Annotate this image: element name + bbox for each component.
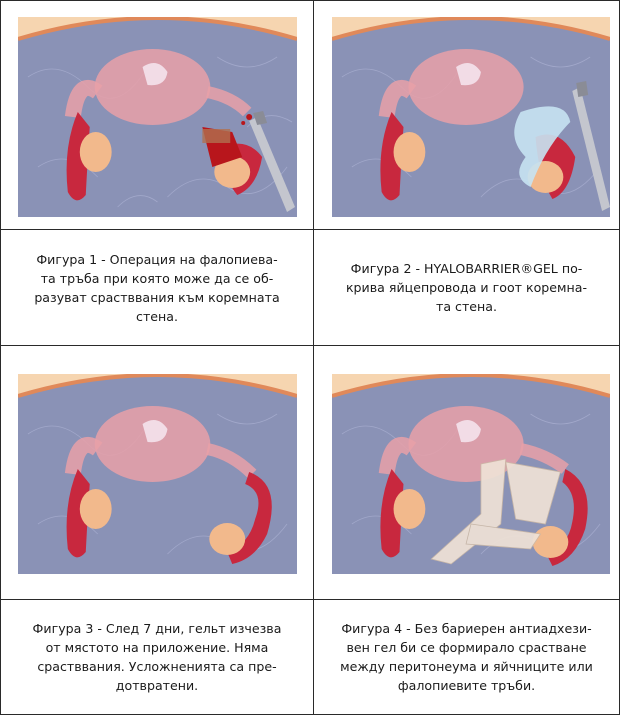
- caption-line: дотвратени.: [9, 676, 305, 695]
- caption-line: та тръба при която може да се об-: [9, 269, 305, 288]
- figure-2-caption-cell: Фигура 2 - HYALOBARRIER®GEL по- крива яй…: [313, 229, 620, 346]
- caption-line: стена.: [9, 307, 305, 326]
- figure-4-caption-cell: Фигура 4 - Без бариерен антиадхези- вен …: [313, 599, 620, 715]
- figure-1-image-cell: [0, 0, 314, 230]
- figure-4-image-cell: [313, 345, 620, 600]
- figure-2-illustration: [332, 17, 610, 217]
- figure-3-caption: Фигура 3 - След 7 дни, гельт изчезва от …: [9, 619, 305, 695]
- caption-line: Фигура 4 - Без бариерен антиадхези-: [322, 619, 611, 638]
- caption-line: от мястото на приложение. Няма: [9, 638, 305, 657]
- figure-2-caption: Фигура 2 - HYALOBARRIER®GEL по- крива яй…: [322, 259, 611, 316]
- caption-line: вен гел би се формирало срастване: [322, 638, 611, 657]
- figure-3-caption-cell: Фигура 3 - След 7 дни, гельт изчезва от …: [0, 599, 314, 715]
- figure-4-caption: Фигура 4 - Без бариерен антиадхези- вен …: [322, 619, 611, 695]
- caption-line: между перитонеума и яйчниците или: [322, 657, 611, 676]
- figure-2-image-cell: [313, 0, 620, 230]
- caption-line: крива яйцепровода и гоот коремна-: [322, 278, 611, 297]
- figure-1-illustration: [18, 17, 297, 217]
- caption-line: та стена.: [322, 297, 611, 316]
- caption-line: Фигура 2 - HYALOBARRIER®GEL по-: [322, 259, 611, 278]
- caption-line: разуват срастввания към коремната: [9, 288, 305, 307]
- caption-line: Фигура 3 - След 7 дни, гельт изчезва: [9, 619, 305, 638]
- figure-1-caption-cell: Фигура 1 - Операция на фалопиева- та тръ…: [0, 229, 314, 346]
- caption-line: фалопиевите тръби.: [322, 676, 611, 695]
- caption-line: Фигура 1 - Операция на фалопиева-: [9, 250, 305, 269]
- figure-3-image-cell: [0, 345, 314, 600]
- caption-line: срастввания. Усложненията са пре-: [9, 657, 305, 676]
- figure-1-caption: Фигура 1 - Операция на фалопиева- та тръ…: [9, 250, 305, 326]
- figure-3-illustration: [18, 374, 297, 574]
- figure-4-illustration: [332, 374, 610, 574]
